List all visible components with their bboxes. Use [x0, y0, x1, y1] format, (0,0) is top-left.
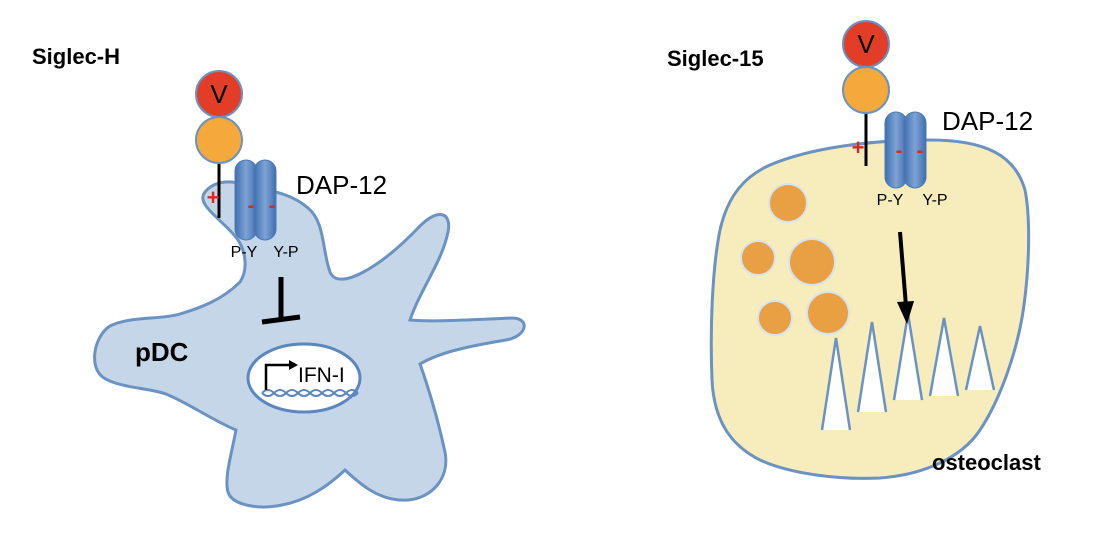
- gene-label: IFN-I: [298, 364, 345, 387]
- activation-arrowhead: [897, 301, 914, 324]
- activation-arrow-shaft: [898, 231, 908, 307]
- granule-5: [806, 291, 850, 335]
- ruffle-4: [928, 317, 960, 397]
- right-dap12: [884, 111, 927, 189]
- left-panel-title: Siglec-H: [32, 44, 120, 69]
- left-positive-charge: +: [207, 185, 220, 210]
- right-positive-charge: +: [852, 135, 865, 160]
- right-dap12-label: DAP-12: [942, 106, 1033, 136]
- left-phospho-right: Y-P: [273, 244, 298, 261]
- transcription-arrow: [264, 363, 292, 390]
- ruffled-border: [820, 313, 996, 431]
- granule-3: [788, 238, 836, 286]
- left-negative-charge-2: -: [269, 195, 276, 217]
- right-v-label: V: [857, 29, 875, 59]
- left-phospho-left: P-Y: [231, 244, 258, 261]
- right-panel-title: Siglec-15: [667, 46, 764, 71]
- right-negative-charge-2: -: [917, 140, 924, 162]
- transcription-arrowhead: [289, 360, 298, 370]
- left-negative-charge-1: -: [248, 195, 255, 217]
- granule-2: [740, 240, 776, 276]
- right-c-domain: [842, 66, 890, 114]
- ruffle-1: [820, 337, 852, 431]
- right-v-domain: [842, 20, 890, 68]
- right-phospho-left: P-Y: [877, 192, 904, 209]
- osteoclast-label: osteoclast: [932, 450, 1041, 475]
- left-dap12-label: DAP-12: [296, 170, 387, 200]
- right-phospho-right: Y-P: [922, 192, 947, 209]
- left-dap12-chain-b: [253, 159, 277, 241]
- granule-4: [757, 300, 793, 336]
- ruffle-5: [964, 325, 996, 391]
- left-v-label: V: [210, 79, 228, 109]
- inhibition-bar: [261, 314, 301, 325]
- left-v-domain: [195, 70, 243, 118]
- right-negative-charge-1: -: [896, 140, 903, 162]
- right-panel: Siglec-15 V + - - DAP-12 P-Y: [667, 20, 1041, 480]
- granule-1: [768, 183, 808, 223]
- osteoclast-cell: [709, 138, 1031, 480]
- left-c-domain: [195, 116, 243, 164]
- ruffle-2: [856, 321, 888, 413]
- pdc-label: pDC: [135, 337, 189, 367]
- dna-strand-2: [261, 389, 359, 397]
- left-panel: Siglec-H V + - - DAP-12 P-Y Y-P IFN-I: [32, 44, 526, 509]
- left-dap12: [234, 159, 277, 241]
- right-dap12-chain-b: [903, 111, 927, 189]
